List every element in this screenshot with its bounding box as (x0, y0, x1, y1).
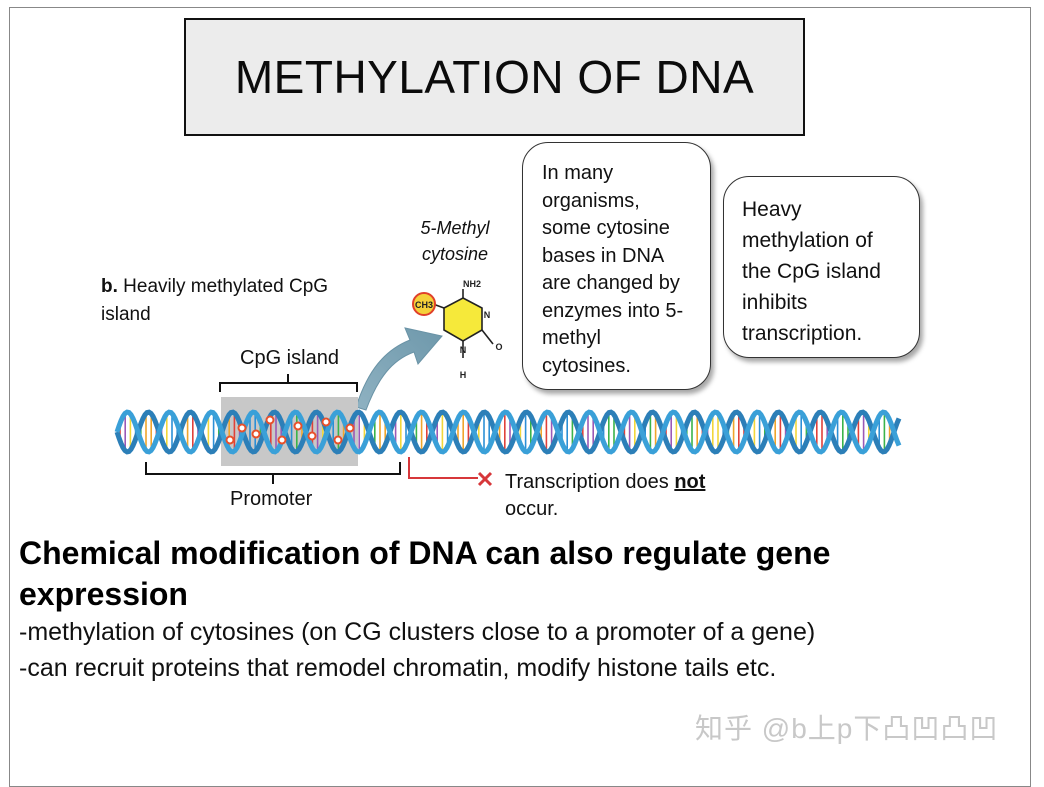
watermark: 知乎 @b上p下凸凹凸凹 (695, 713, 999, 744)
callout-line: Heavy (742, 198, 802, 221)
callout-line: some cytosine (542, 217, 670, 239)
methyl-group-highlight (412, 292, 436, 316)
panel-label: b. Heavily methylated CpG island (101, 273, 371, 329)
callout-line: transcription. (742, 322, 863, 345)
transcription-note: Transcription does not occur. (505, 469, 705, 523)
curved-arrow-icon (355, 327, 443, 411)
atom-h: H (460, 370, 467, 380)
callout-line: bases in DNA (542, 244, 665, 267)
molecule-title-line2: cytosine (421, 244, 489, 264)
callout-line: organisms, (542, 189, 640, 212)
atom-nh2: NH2 (463, 279, 481, 289)
methyl-mark (277, 435, 287, 445)
methyl-mark (307, 431, 317, 441)
methyl-mark (345, 423, 355, 433)
methyl-mark (293, 421, 303, 431)
methyl-mark (333, 435, 343, 445)
panel-text-line1: Heavily methylated CpG (123, 276, 329, 297)
callout-line: cytosines. (542, 354, 631, 377)
callout-line: are changed by (542, 272, 680, 294)
bullet-item: -can recruit proteins that remodel chrom… (19, 654, 777, 682)
callout-line: methyl (542, 327, 601, 349)
callout-bubble-cytosine: In many organisms, some cytosine bases i… (522, 142, 711, 390)
title-box: METHYLATION OF DNA (184, 18, 805, 136)
promoter-bracket (145, 462, 401, 484)
atom-ch3: CH3 (415, 300, 433, 310)
methyl-mark (237, 423, 247, 433)
blocked-x-icon (477, 471, 493, 487)
molecule-title: 5-Methyl cytosine (410, 215, 500, 267)
callout-line: the CpG island (742, 260, 881, 283)
panel-text-line2: island (101, 304, 151, 325)
transcription-end: occur. (505, 498, 559, 520)
cpg-island-label: CpG island (240, 347, 339, 369)
methyl-mark (251, 429, 261, 439)
methyl-mark (321, 417, 331, 427)
callout-bubble-inhibition: Heavy methylation of the CpG island inhi… (723, 176, 920, 358)
atom-n-top: N (484, 310, 491, 320)
callout-line: enzymes into 5- (542, 299, 684, 322)
transcription-not: not (674, 471, 706, 493)
transcription-blocked-line (408, 457, 478, 479)
transcription-text: Transcription does (505, 471, 675, 493)
methyl-mark (225, 435, 235, 445)
dna-backbone-strand (114, 409, 902, 455)
bullet-item: -methylation of cytosines (on CG cluster… (19, 618, 816, 646)
slide-frame (9, 7, 1031, 787)
molecule-title-line1: 5-Methyl (420, 218, 490, 238)
methyl-mark (265, 415, 275, 425)
cpg-island-bracket (219, 374, 358, 392)
atom-n-bottom: N (460, 345, 467, 355)
promoter-label: Promoter (230, 488, 313, 510)
panel-letter: b. (101, 276, 118, 297)
callout-line: In many (542, 162, 614, 184)
callout-line: inhibits (742, 291, 808, 314)
page-title: METHYLATION OF DNA (234, 51, 755, 103)
section-heading: Chemical modification of DNA can also re… (19, 535, 831, 612)
callout-line: methylation of (742, 229, 873, 252)
dna-helix (114, 409, 902, 455)
atom-o: O (495, 342, 502, 352)
